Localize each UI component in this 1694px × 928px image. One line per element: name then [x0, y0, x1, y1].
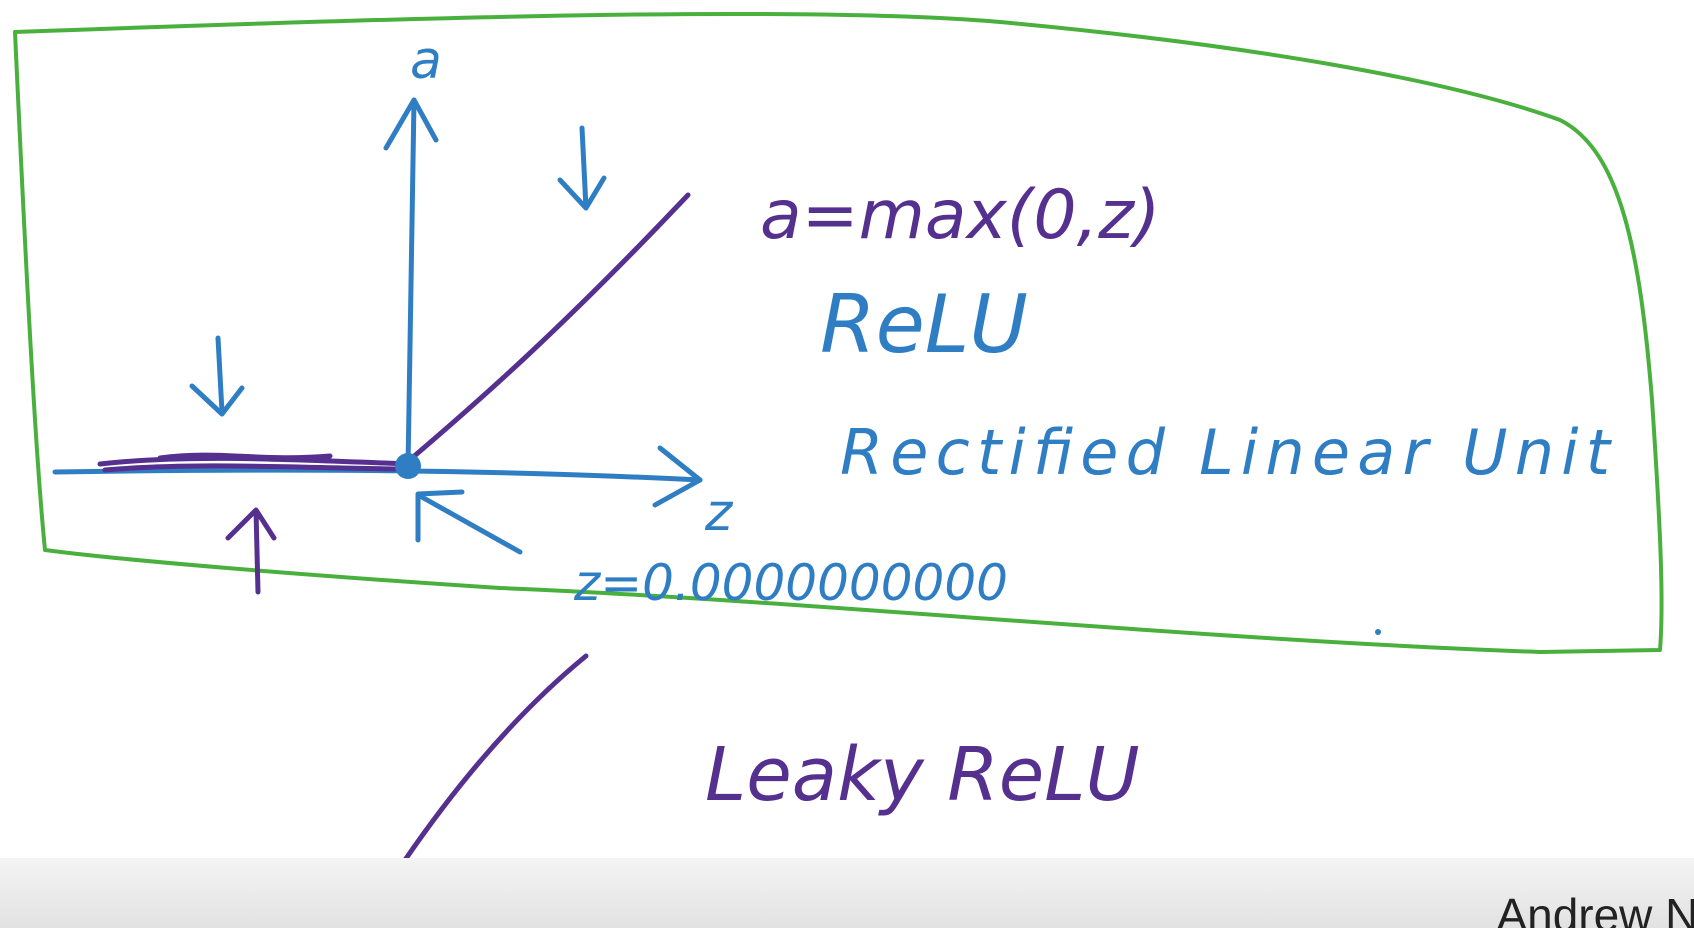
- flat-down-arrow-icon: [189, 335, 245, 417]
- relu-flat-segment: [97, 455, 411, 467]
- origin-point: [395, 453, 421, 479]
- relu-flat-segment-overdraw: [102, 463, 405, 473]
- relu-label: ReLU: [820, 278, 1028, 371]
- leaky-relu-rising-segment: [402, 653, 589, 863]
- slope-down-arrow-icon: [557, 125, 607, 211]
- relu-flat-segment-scribble: [157, 452, 333, 461]
- z-axis-line: [52, 467, 703, 483]
- a-axis-arrowhead-icon: [383, 97, 439, 151]
- stray-ink-dot: [1375, 629, 1381, 635]
- origin-pointer-arrow-icon: [415, 489, 523, 555]
- relu-full-name: Rectified Linear Unit: [840, 416, 1613, 489]
- flat-up-arrow-icon: [225, 507, 277, 595]
- a-axis-line: [405, 97, 417, 471]
- presenter-watermark: Andrew Ng: [1496, 889, 1694, 928]
- relu-formula: a=max(0,z): [760, 176, 1160, 255]
- green-frame: [13, 11, 1664, 654]
- relu-rising-segment: [409, 192, 691, 461]
- video-bottom-bar: Andrew Ng: [0, 858, 1694, 928]
- z-axis-label: z: [704, 483, 734, 543]
- a-axis-label: a: [410, 31, 442, 91]
- z-value-note: z=0.0000000000: [573, 554, 1008, 612]
- leaky-relu-label: Leaky ReLU: [705, 732, 1140, 818]
- z-axis-arrowhead-icon: [652, 445, 703, 508]
